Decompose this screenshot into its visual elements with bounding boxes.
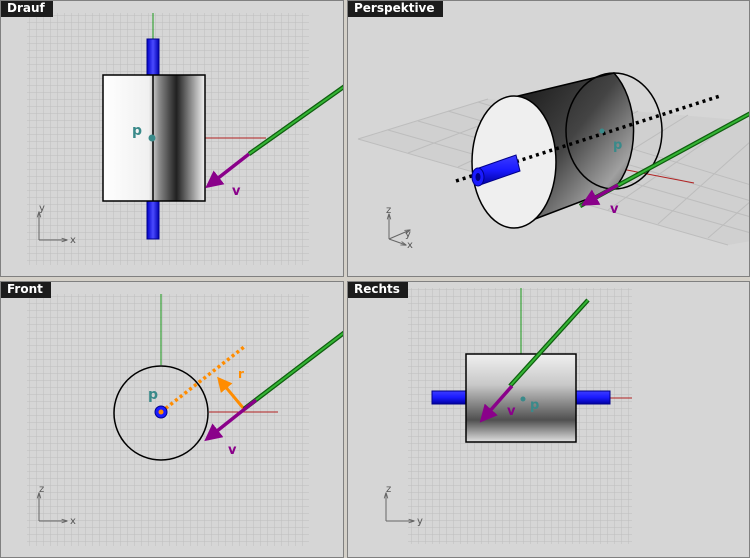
point-p [520,396,526,402]
viewport-top[interactable]: p v x y Drauf [0,0,344,277]
axis-triad: z y x [386,205,413,251]
viewport-title[interactable]: Perspektive [348,1,443,17]
svg-text:x: x [70,516,76,527]
vector-v [205,152,251,189]
cylinder-outline [113,365,209,461]
label-v: v [507,404,516,419]
viewport-front[interactable]: p r v x z Front [0,281,344,558]
radius-arrow [217,376,246,410]
svg-text:x: x [70,235,76,246]
vector-v [204,398,258,442]
label-p: p [148,387,158,403]
svg-text:z: z [386,205,391,216]
axis-dotted [455,94,721,183]
axle-left [431,390,467,405]
svg-text:x: x [407,240,413,251]
viewport-perspective[interactable]: p v z y x Perspektive [347,0,750,277]
point-p [599,128,605,134]
svg-text:z: z [39,484,44,495]
label-v: v [610,202,619,217]
viewport-title[interactable]: Rechts [348,282,408,298]
viewport-title[interactable]: Drauf [1,1,53,17]
point-p [158,409,164,415]
label-p: p [530,398,539,413]
label-r: r [238,367,244,381]
axle-right [575,390,611,405]
svg-text:y: y [405,229,411,240]
axle [471,154,521,187]
viewport-right[interactable]: p v y z Rechts [347,281,750,558]
label-p: p [132,123,142,139]
label-v: v [232,184,241,199]
axle-top [146,38,160,76]
svg-text:y: y [417,516,423,527]
axis-triad: x z [39,484,76,527]
point-p [148,134,156,142]
label-v: v [228,443,237,458]
svg-text:z: z [386,484,391,495]
vector-v [580,183,619,206]
grid [27,294,309,546]
axle-bottom [146,200,160,240]
svg-text:y: y [39,203,45,214]
axis-triad: y z [386,484,423,527]
vector-v [479,384,514,423]
label-p: p [613,138,622,153]
viewport-title[interactable]: Front [1,282,51,298]
axis-triad: x y [39,203,76,246]
